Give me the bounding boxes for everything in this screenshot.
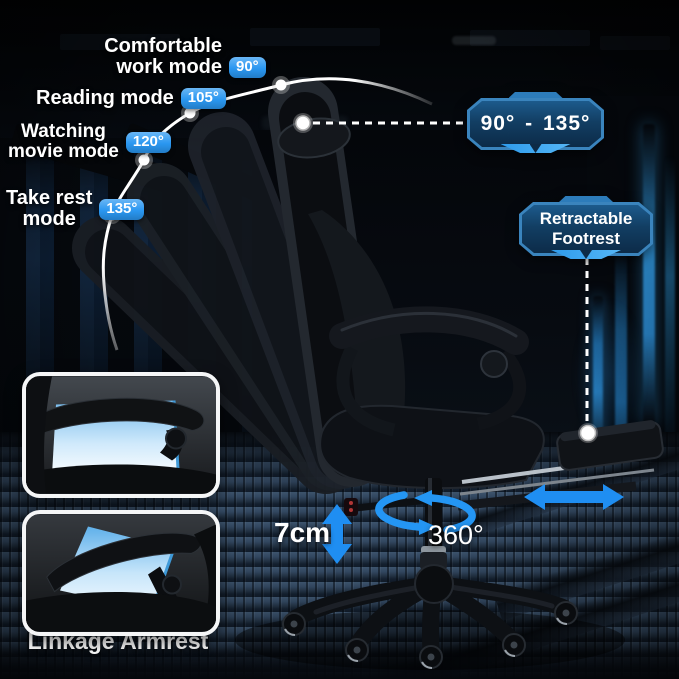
mode-label-movie: Watching movie mode 120° <box>8 121 171 163</box>
badge-chevron-decoration <box>500 144 571 153</box>
recline-arc <box>101 77 433 351</box>
angle-badge-135: 135° <box>99 198 145 220</box>
footrest-leader-line <box>578 258 598 443</box>
range-leader-line <box>293 113 466 133</box>
mode-text: Watching <box>21 121 106 142</box>
swivel-label: 360° <box>428 520 484 550</box>
retractable-footrest-badge: Retractable Footrest <box>519 196 653 259</box>
badge-tab-decoration <box>508 92 563 98</box>
mode-text: mode <box>22 208 76 231</box>
badge-tab-decoration <box>559 196 613 202</box>
mode-text: Reading mode <box>36 87 174 109</box>
angle-badge-105: 105° <box>180 88 226 110</box>
footrest-badge-line2: Footrest <box>552 229 620 248</box>
mode-label-rest: Take rest mode 135° <box>6 187 145 231</box>
recline-range-badge: 90° - 135° <box>467 92 604 153</box>
armrest-inset-upright <box>22 372 220 498</box>
armrest-inset-reclined <box>22 510 220 636</box>
angle-badge-90: 90° <box>229 56 266 78</box>
recline-range-text: 90° - 135° <box>480 112 591 135</box>
mode-text: Take rest <box>6 187 93 209</box>
mode-label-work: Comfortable work mode 90° <box>46 35 266 79</box>
angle-badge-120: 120° <box>125 131 171 153</box>
badge-chevron-decoration <box>551 250 621 259</box>
mode-text: work mode <box>116 56 222 79</box>
mode-text: Comfortable <box>104 35 222 57</box>
footrest-badge-line1: Retractable <box>539 209 633 229</box>
mode-text: movie mode <box>8 141 119 163</box>
extend-arrow-icon <box>524 484 624 510</box>
mode-label-reading: Reading mode 105° <box>36 87 226 110</box>
height-adjust-label: 7cm <box>274 517 331 548</box>
